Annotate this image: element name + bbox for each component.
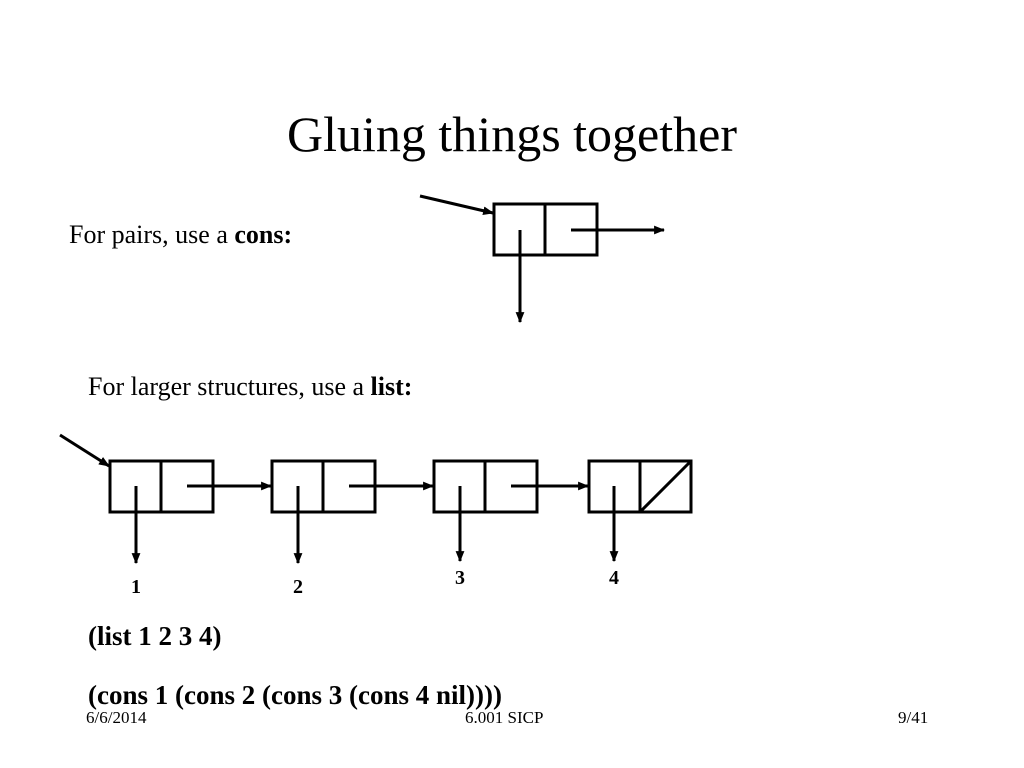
pairs-caption-text: For pairs, use a <box>69 220 235 249</box>
code-line-cons: (cons 1 (cons 2 (cons 3 (cons 4 nil)))) <box>88 679 502 711</box>
cons-pair <box>419 194 666 324</box>
footer-page-number: 9/41 <box>898 708 929 727</box>
lists-keyword: list: <box>370 372 413 401</box>
code-line-cons-post: )))) <box>466 680 502 710</box>
list-cell-3 <box>432 459 590 563</box>
list-cell-1 <box>108 459 273 565</box>
lists-caption-text: For larger structures, use a <box>88 372 371 401</box>
list-label-4: 4 <box>609 567 619 589</box>
list-entry-arrow <box>59 433 110 468</box>
list-cell-4-nil-slash <box>638 459 693 514</box>
slide-title: Gluing things together <box>287 106 737 162</box>
pair-entry-arrow <box>419 194 495 216</box>
pairs-keyword: cons: <box>234 220 293 249</box>
list-structure <box>59 433 693 565</box>
list-cell-2 <box>270 459 435 565</box>
list-label-1: 1 <box>131 576 141 598</box>
list-label-3: 3 <box>455 567 465 589</box>
list-label-2: 2 <box>293 576 303 598</box>
footer-course: 6.001 SICP <box>465 708 544 727</box>
code-line-cons-pre: (cons 1 (cons 2 (cons 3 (cons 4 <box>88 680 436 710</box>
pairs-caption: For pairs, use a cons: <box>69 220 292 250</box>
code-line-list: (list 1 2 3 4) <box>88 621 222 651</box>
list-cell-4 <box>587 459 693 563</box>
lists-caption: For larger structures, use a list: <box>88 372 412 402</box>
code-line-cons-nil: nil <box>436 680 467 710</box>
footer-date: 6/6/2014 <box>86 708 147 727</box>
